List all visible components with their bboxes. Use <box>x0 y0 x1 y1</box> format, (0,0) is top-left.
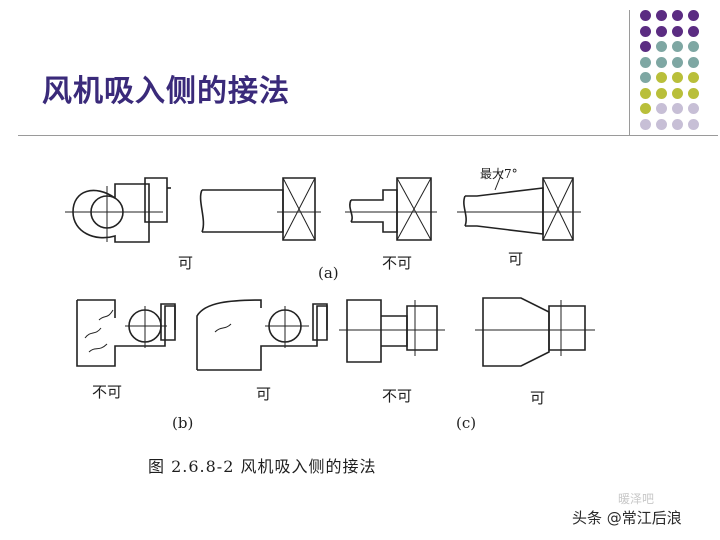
decor-dot <box>672 87 683 99</box>
angle-label: 最大7° <box>480 167 518 181</box>
plenum-box-c2 <box>475 298 595 366</box>
decor-dot <box>672 41 683 52</box>
decor-dot <box>656 72 667 83</box>
decor-dot <box>656 87 667 99</box>
decor-dot <box>640 103 651 114</box>
decor-dot <box>688 41 699 52</box>
decor-dot <box>688 56 699 68</box>
decor-dot <box>640 10 651 21</box>
decor-dot <box>688 118 699 130</box>
decor-dot <box>672 72 683 83</box>
decor-dot <box>688 103 699 114</box>
decor-dot <box>656 118 667 130</box>
decor-dot <box>640 72 651 83</box>
decor-dot <box>640 41 651 52</box>
faint-watermark: 暖泽吧 <box>618 492 655 506</box>
source-watermark: 头条 @常江后浪 <box>572 509 682 527</box>
label-a1: 可 <box>178 254 194 272</box>
decor-dot <box>640 118 651 130</box>
decor-dot <box>672 25 683 37</box>
decor-dot <box>672 56 683 68</box>
decor-dot <box>672 103 683 114</box>
decor-dot <box>688 10 699 21</box>
decor-dot <box>640 87 651 99</box>
label-c1: 不可 <box>382 387 413 405</box>
abrupt-expansion-a3 <box>345 178 437 240</box>
decor-dot <box>656 41 667 52</box>
decor-dot <box>656 103 667 114</box>
decor-dot <box>688 87 699 99</box>
decor-dot <box>640 25 651 37</box>
group-label-c: (c) <box>456 414 477 432</box>
slide-title: 风机吸入侧的接法 <box>42 74 290 109</box>
decor-dot <box>656 10 667 21</box>
label-b1: 不可 <box>92 383 123 401</box>
decor-dot <box>656 25 667 37</box>
decor-dot <box>688 25 699 37</box>
plenum-box-c1 <box>339 300 445 362</box>
gradual-taper-a4 <box>457 170 581 240</box>
decor-dot <box>640 56 651 68</box>
scanned-figure <box>55 160 615 490</box>
group-label-b: (b) <box>172 414 194 432</box>
group-label-a: (a) <box>318 264 339 282</box>
decor-dot <box>672 118 683 130</box>
plenum-ok-b2 <box>197 300 327 370</box>
label-c2: 可 <box>530 389 546 407</box>
figure-caption: 图 2.6.8-2 风机吸入侧的接法 <box>148 457 377 476</box>
label-b2: 可 <box>256 385 272 403</box>
decor-dot <box>672 10 683 21</box>
fan-elbow-inlet-a1 <box>65 178 171 242</box>
label-a4: 可 <box>508 250 524 268</box>
decor-dot <box>688 72 699 83</box>
label-a3: 不可 <box>382 254 413 272</box>
decor-vertical-line <box>629 10 630 135</box>
plenum-turbulent-b1 <box>77 300 175 366</box>
decor-dot <box>656 56 667 68</box>
straight-duct-a2 <box>201 178 321 240</box>
decor-horizontal-line <box>18 135 718 136</box>
